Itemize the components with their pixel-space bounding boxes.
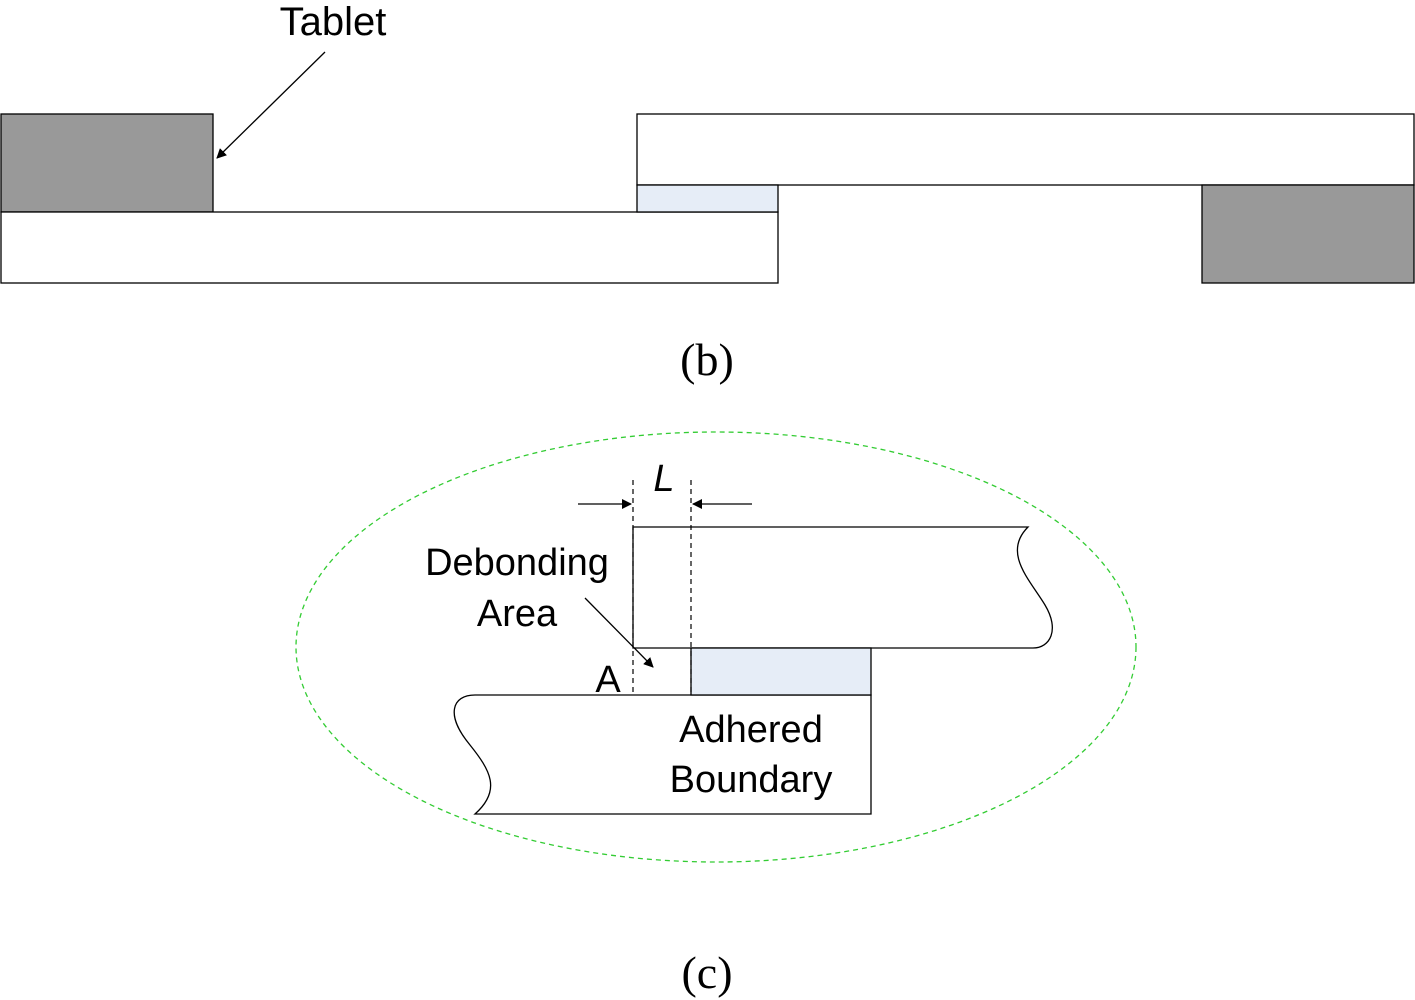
upper-plate — [636, 113, 1415, 186]
debonding-label-line1: Debonding — [425, 542, 609, 584]
adhered-label-line2: Boundary — [670, 759, 833, 801]
caption-b: (b) — [680, 334, 734, 385]
detail-ellipse — [295, 431, 1137, 863]
detail-upper-plate — [632, 526, 1053, 649]
lower-plate — [0, 211, 779, 284]
caption-c: (c) — [681, 947, 732, 998]
tablet-label: Tablet — [280, 0, 387, 44]
adhesive-layer — [636, 184, 779, 213]
figure-b: Tablet (b) — [0, 0, 1415, 385]
detail-adhesive — [690, 647, 872, 696]
tablet-arrow — [216, 51, 326, 159]
adhered-label-line1: Adhered — [679, 709, 823, 751]
debonding-label-line2: Area — [477, 593, 558, 635]
detail-lower-plate — [453, 694, 872, 815]
debonding-arrow — [584, 597, 654, 668]
left-tablet — [0, 113, 214, 213]
figure-c: L Debonding Area A Adhered Boundary (c) — [295, 431, 1137, 998]
dimension-label: L — [653, 458, 674, 500]
point-a-label: A — [595, 659, 621, 701]
right-tablet — [1201, 184, 1415, 284]
